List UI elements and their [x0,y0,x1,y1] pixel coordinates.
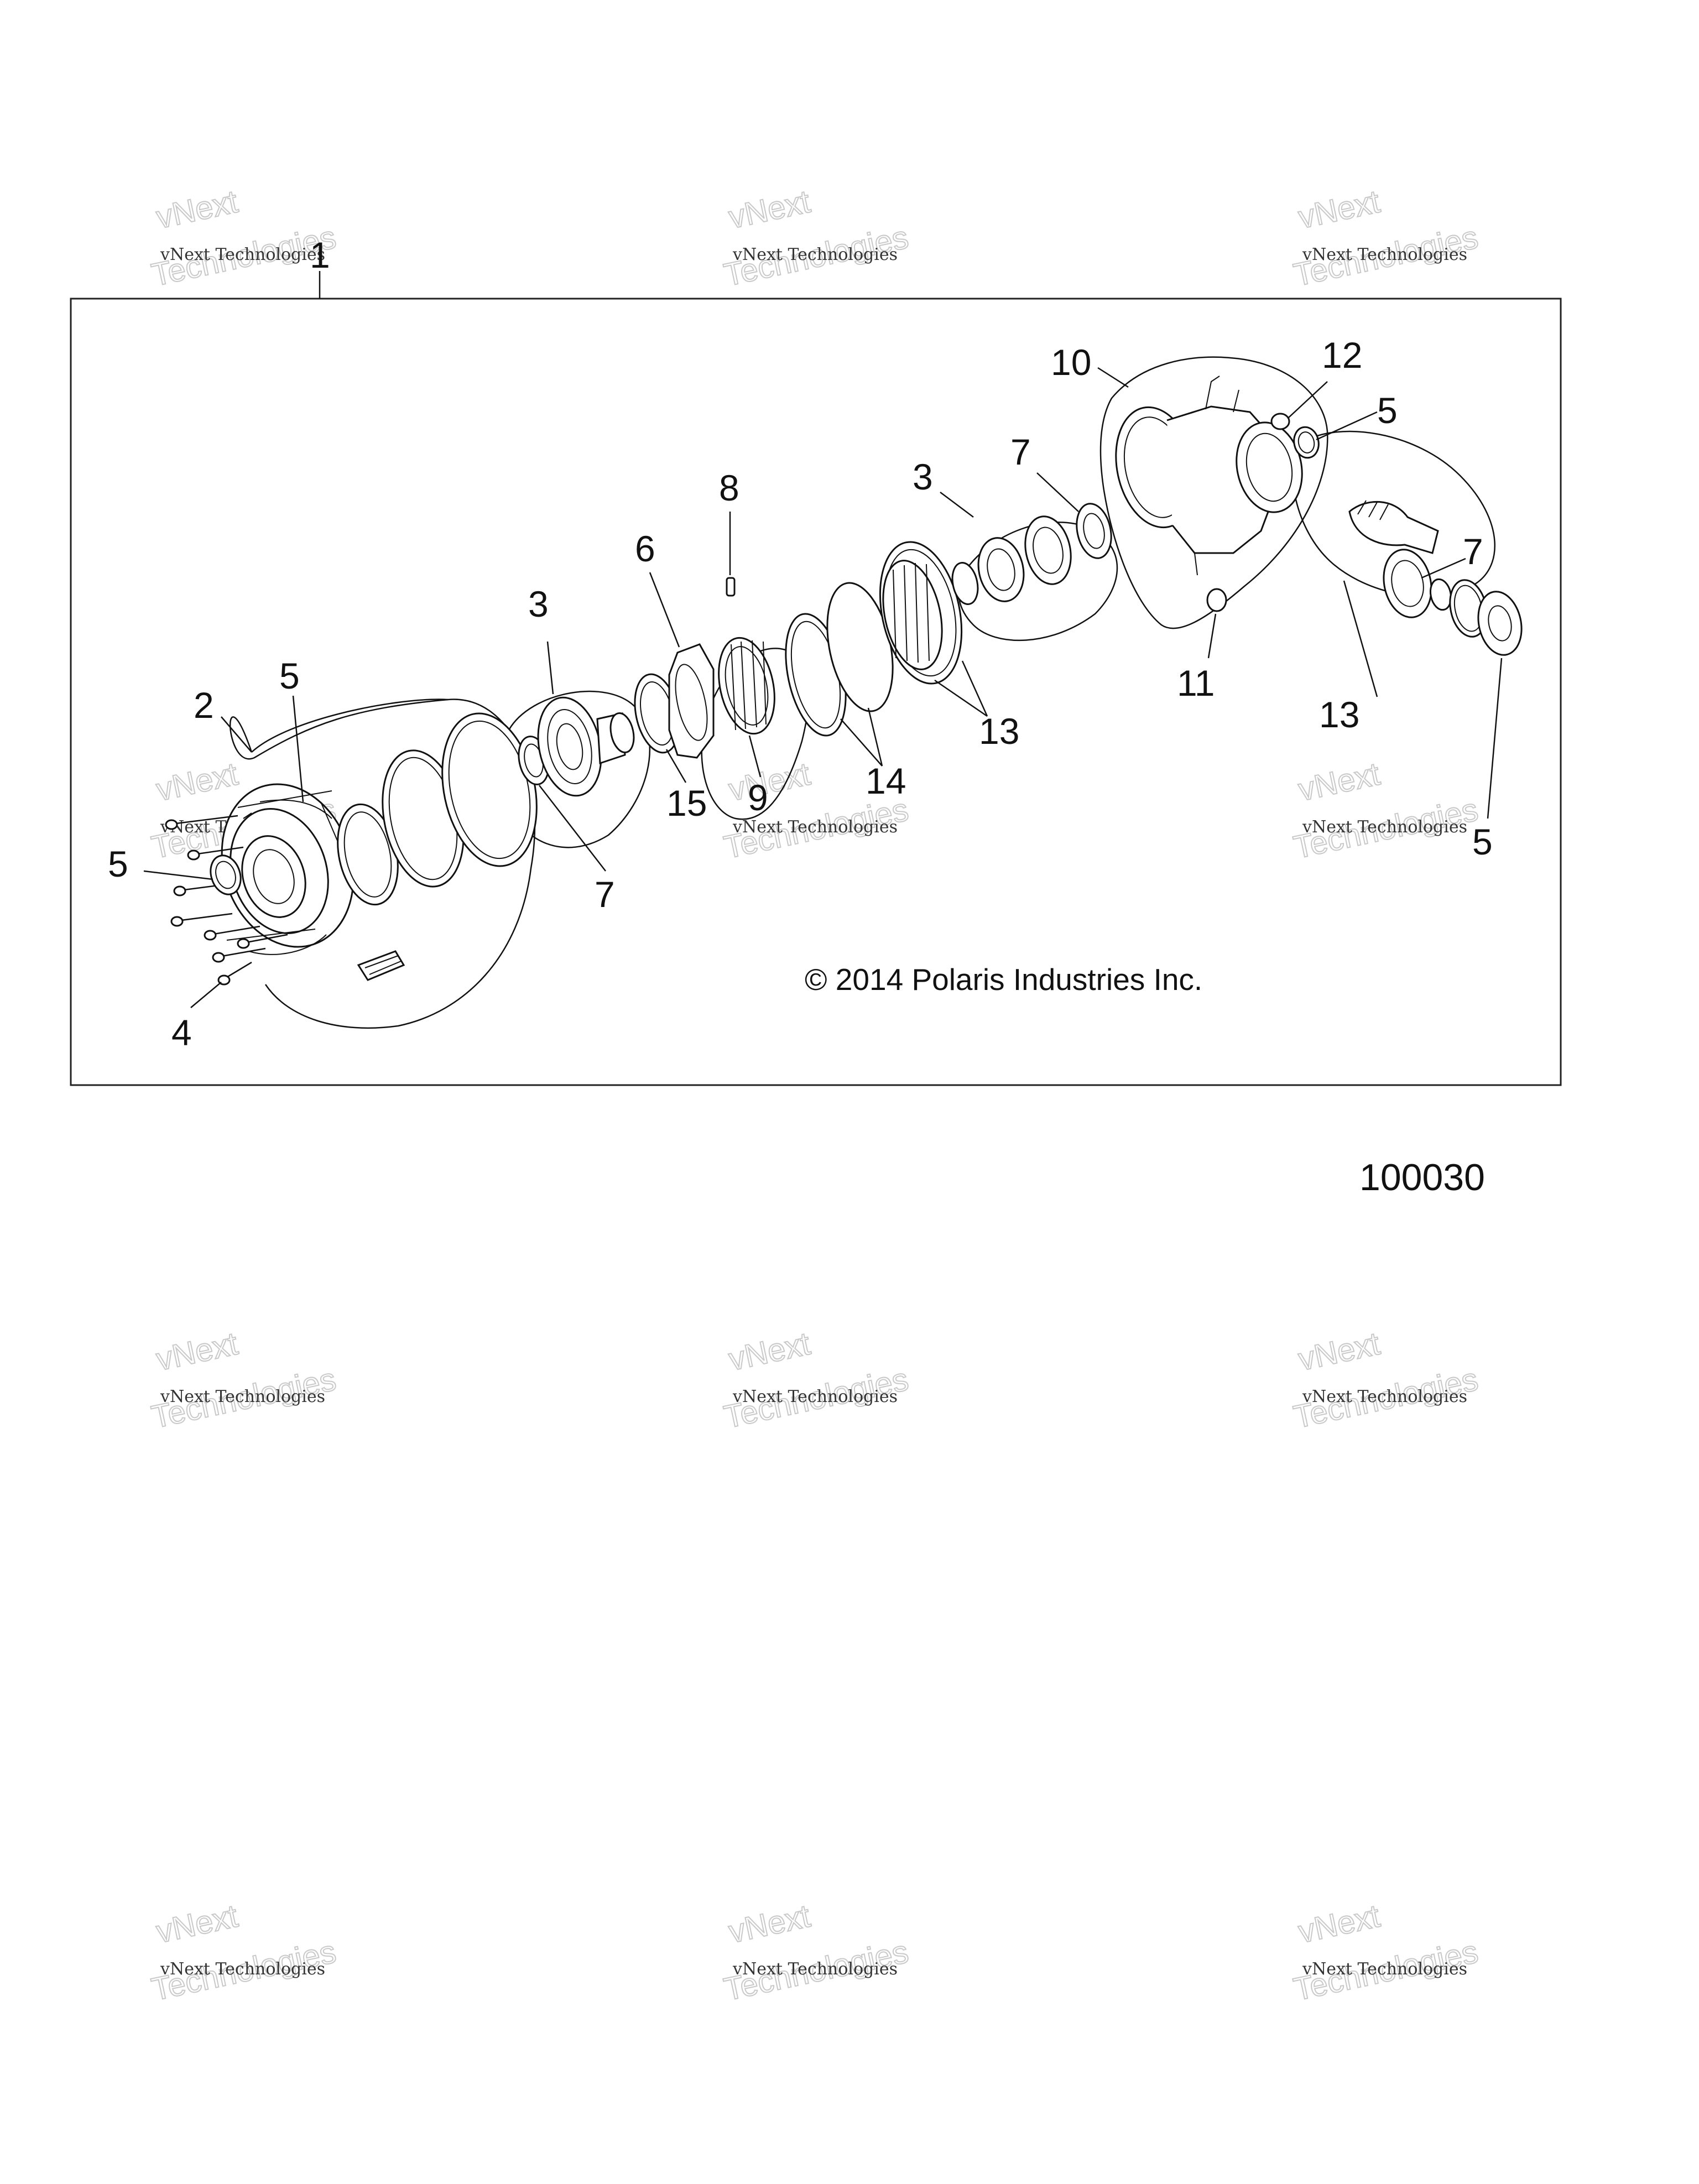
callout-13: 13 [1319,694,1359,735]
svg-text:vNext Technologies: vNext Technologies [1302,245,1467,264]
watermark: vNext Technologies vNext Technologies [148,1325,340,1436]
part-roller-cage-9 [718,637,775,735]
group-outline-10 [1099,356,1328,629]
callout-7: 7 [595,874,615,915]
svg-text:vNext Technologies: vNext Technologies [732,245,898,264]
svg-text:vNext Technologies: vNext Technologies [732,1959,898,1979]
part-bearing-7-rear [1383,549,1432,618]
part-bearing-7-mid [1076,503,1112,559]
part-seal-5-rear [1477,591,1523,656]
watermark: vNext Technologies vNext Technologies [1290,755,1482,866]
callout-13: 13 [979,711,1019,752]
callout-3: 3 [913,456,933,497]
part-ring-gear-13 [879,541,963,685]
group-outline-2-top [251,699,449,753]
svg-text:vNext: vNext [726,184,814,236]
callout-15: 15 [666,783,707,823]
callout-5: 5 [279,655,300,696]
watermark: vNext Technologies vNext Technologies [720,183,912,294]
copyright-notice: © 2014 Polaris Industries Inc. [805,962,1202,997]
part-cover-housing [221,783,355,955]
svg-text:vNext Technologies: vNext Technologies [160,1959,325,1979]
callout-6: 6 [635,528,655,569]
callout-8: 8 [719,467,739,508]
callout-11: 11 [1177,663,1215,703]
part-bearings-3-rear [951,515,1072,605]
callout-9: 9 [748,777,768,818]
svg-text:vNext: vNext [726,756,814,808]
svg-text:vNext Technologies: vNext Technologies [160,245,325,264]
callout-14: 14 [866,760,906,801]
svg-text:vNext Technologies: vNext Technologies [1302,1387,1467,1406]
part-pin-8 [726,577,736,597]
callout-1: 1 [310,234,330,275]
svg-text:vNext Technologies: vNext Technologies [732,817,898,837]
callout-5: 5 [108,843,128,884]
part-magnet [357,950,405,981]
callout-2: 2 [194,685,214,726]
svg-text:vNext: vNext [153,1898,241,1950]
svg-text:vNext: vNext [153,184,241,236]
svg-text:vNext Technologies: vNext Technologies [160,1387,325,1406]
callout-12: 12 [1322,335,1362,376]
part-rings-rear [1429,578,1488,638]
watermark: vNext Technologies vNext Technologies [720,755,912,866]
document-id: 100030 [1359,1156,1485,1198]
part-rings-front [337,712,538,906]
part-pinion-shaft [1348,500,1439,554]
svg-text:vNext: vNext [153,756,241,808]
part-clutch-housing-3 [537,696,635,797]
svg-text:vNext: vNext [1295,184,1383,236]
watermark: vNext Technologies vNext Technologies [1290,183,1482,294]
watermark: vNext Technologies vNext Technologies [720,1898,912,2008]
svg-text:vNext: vNext [1295,1326,1383,1378]
part-bolts-4 [165,815,288,986]
svg-text:vNext Technologies: vNext Technologies [1302,1959,1467,1979]
callout-5: 5 [1472,821,1493,862]
watermark: vNext Technologies vNext Technologies [1290,1898,1482,2008]
svg-text:vNext: vNext [726,1898,814,1950]
svg-text:vNext Technologies: vNext Technologies [1302,817,1467,837]
part-plug-11 [1206,588,1227,612]
diagram-frame [70,298,1562,1086]
watermark: vNext Technologies vNext Technologies [720,1325,912,1436]
svg-text:vNext Technologies: vNext Technologies [732,1387,898,1406]
svg-text:vNext: vNext [726,1326,814,1378]
svg-text:vNext: vNext [1295,756,1383,808]
svg-text:vNext: vNext [153,1326,241,1378]
callout-10: 10 [1051,342,1091,383]
watermark: vNext Technologies vNext Technologies [148,183,340,294]
callout-3: 3 [528,583,549,624]
callout-5: 5 [1377,390,1398,431]
part-plates-14 [785,582,894,737]
part-plug-12 [1270,413,1290,430]
callout-7: 7 [1010,431,1031,472]
callout-labels: 2 5 5 4 3 7 6 8 15 9 14 13 3 7 10 12 5 1… [108,335,1493,1053]
callout-4: 4 [171,1012,192,1053]
watermark: vNext Technologies vNext Technologies [1290,1325,1482,1436]
part-plate-6 [668,643,715,759]
part-main-housing-10 [1115,376,1303,576]
svg-text:vNext: vNext [1295,1898,1383,1950]
part-seal-5-top [1293,426,1320,459]
callout-7: 7 [1463,531,1483,572]
watermark: vNext Technologies vNext Technologies [148,1898,340,2008]
leader-lines [143,367,1503,1008]
